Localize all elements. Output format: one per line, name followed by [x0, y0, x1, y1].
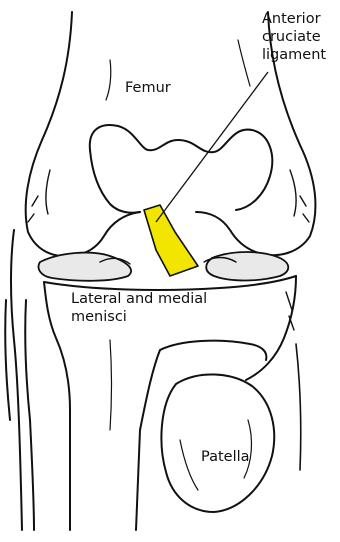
acl-label-line3: ligament: [262, 46, 340, 64]
anterior-cruciate-ligament: [144, 205, 198, 276]
menisci-label-line2: menisci: [71, 308, 207, 326]
femur-label: Femur: [125, 79, 171, 97]
acl-leader-line: [156, 72, 268, 222]
menisci-label: Lateral and medial menisci: [71, 290, 207, 326]
acl-label-line1: Anterior: [262, 10, 340, 28]
menisci-label-line1: Lateral and medial: [71, 290, 207, 308]
patella-label: Patella: [201, 448, 250, 466]
fibula-bone: [5, 230, 22, 530]
acl-label: Anterior cruciate ligament: [262, 10, 340, 64]
patella-bone: [136, 341, 301, 530]
acl-label-line2: cruciate: [262, 28, 340, 46]
